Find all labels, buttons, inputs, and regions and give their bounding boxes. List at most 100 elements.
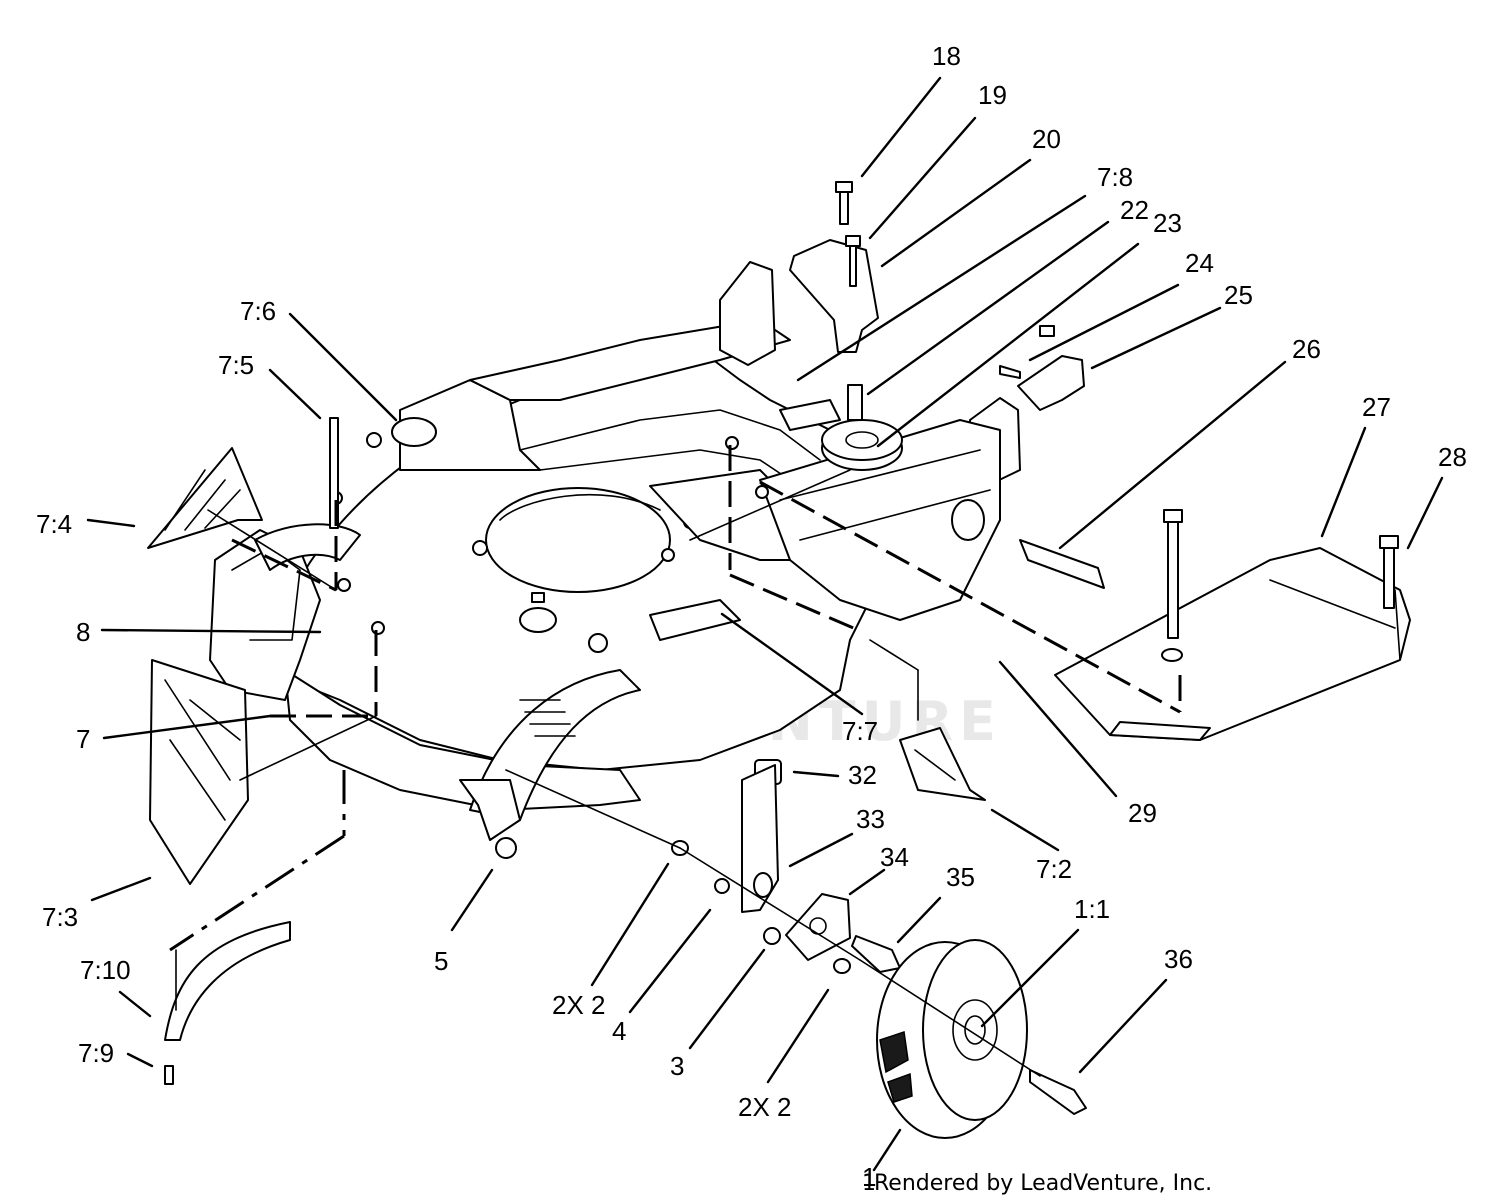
rear-door [1019,509,1411,741]
callout-7-8: 7:8 [796,162,1133,382]
leader-line [896,896,942,944]
callout-label: 7:10 [80,955,131,985]
callout-label: 24 [1185,248,1214,278]
leader-line [720,612,864,716]
leader-line [860,76,942,178]
callout-label: 2X 2 [738,1092,792,1122]
leader-line [1078,978,1168,1074]
leader-line [1406,476,1444,550]
callout-1-1: 1:1 [980,894,1110,1028]
callout-5: 5 [434,868,494,976]
leader-line [990,808,1060,852]
callout-label: 32 [848,760,877,790]
callout-35: 35 [896,862,975,944]
callout-4: 4 [612,908,712,1046]
callout-25: 25 [1090,280,1253,370]
callout-label: 36 [1164,944,1193,974]
assembly-lines [169,445,1182,1077]
leader-line [880,158,1032,268]
callout-label: 26 [1292,334,1321,364]
leader-line [1058,360,1287,550]
callout-20: 20 [880,124,1061,268]
leader-line [1320,426,1367,538]
leader-line [1028,283,1180,362]
callout-23: 23 [876,208,1182,448]
callout-1: 1 [862,1128,902,1192]
callout-label: 34 [880,842,909,872]
leader-line [90,876,152,902]
callout-2x-2a: 2X 2 [552,862,670,1020]
callout-2x-2b: 2X 2 [738,988,830,1122]
callout-33: 33 [788,804,885,868]
callout-8: 8 [76,617,322,647]
leader-line [100,628,322,634]
callout-29: 29 [998,660,1157,828]
callout-label: 22 [1120,195,1149,225]
callout-7-3: 7:3 [42,876,152,932]
front-bumper [254,523,641,841]
callout-7-9: 7:9 [78,1038,154,1068]
callout-label: 7:9 [78,1038,114,1068]
callout-36: 36 [1078,944,1193,1074]
callout-label: 7:2 [1036,854,1072,884]
leader-line [848,868,886,896]
callout-26: 26 [1058,334,1321,550]
callout-27: 27 [1320,392,1391,538]
leader-line [118,990,152,1018]
leader-line [628,908,712,1014]
callout-label: 7:4 [36,509,72,539]
callout-label: 7:3 [42,902,78,932]
leader-line [288,312,398,422]
callout-label: 1 [862,1162,876,1192]
leader-line [590,862,670,987]
callout-label: 7 [76,724,90,754]
callout-label: 29 [1128,798,1157,828]
callout-34: 34 [848,842,909,896]
callout-22: 22 [866,195,1149,396]
leader-line [796,194,1087,382]
leader-line [868,116,977,240]
callout-7-6: 7:6 [240,296,398,422]
leader-line [866,220,1110,396]
callout-18: 18 [860,41,961,178]
leader-line [126,1052,154,1068]
mower-deck [209,261,1021,811]
callout-7-2: 7:2 [990,808,1072,884]
callout-label: 18 [932,41,961,71]
callout-label: 23 [1153,208,1182,238]
callout-3: 3 [670,948,766,1081]
leader-line [998,660,1118,798]
callout-label: 35 [946,862,975,892]
side-deflectors [147,417,986,1085]
callout-label: 25 [1224,280,1253,310]
callout-label: 2X 2 [552,990,606,1020]
handle-bracket [789,181,1085,411]
callout-7: 7 [76,714,272,754]
leader-line [102,714,272,740]
footer-credit: Rendered by LeadVenture, Inc. [874,1171,1212,1196]
callout-7-4: 7:4 [36,509,136,539]
callout-label: 7:8 [1097,162,1133,192]
leader-line [876,242,1140,448]
leader-line [980,928,1080,1028]
leader-line [268,368,322,420]
leader-line [688,948,766,1050]
leader-line [86,518,136,528]
callout-label: 33 [856,804,885,834]
callout-label: 27 [1362,392,1391,422]
leader-line [792,770,840,778]
leader-line [766,988,830,1084]
leader-line [872,1128,902,1172]
callout-28: 28 [1406,442,1467,550]
footer-prefix: 1 [862,1171,876,1196]
leader-line [788,832,854,868]
callout-label: 7:7 [842,716,878,746]
callout-label: 7:6 [240,296,276,326]
callout-24: 24 [1028,248,1214,362]
leader-line [1090,306,1222,370]
callout-19: 19 [868,80,1007,240]
front-wheel-assembly [495,759,1087,1139]
callout-label: 4 [612,1016,626,1046]
